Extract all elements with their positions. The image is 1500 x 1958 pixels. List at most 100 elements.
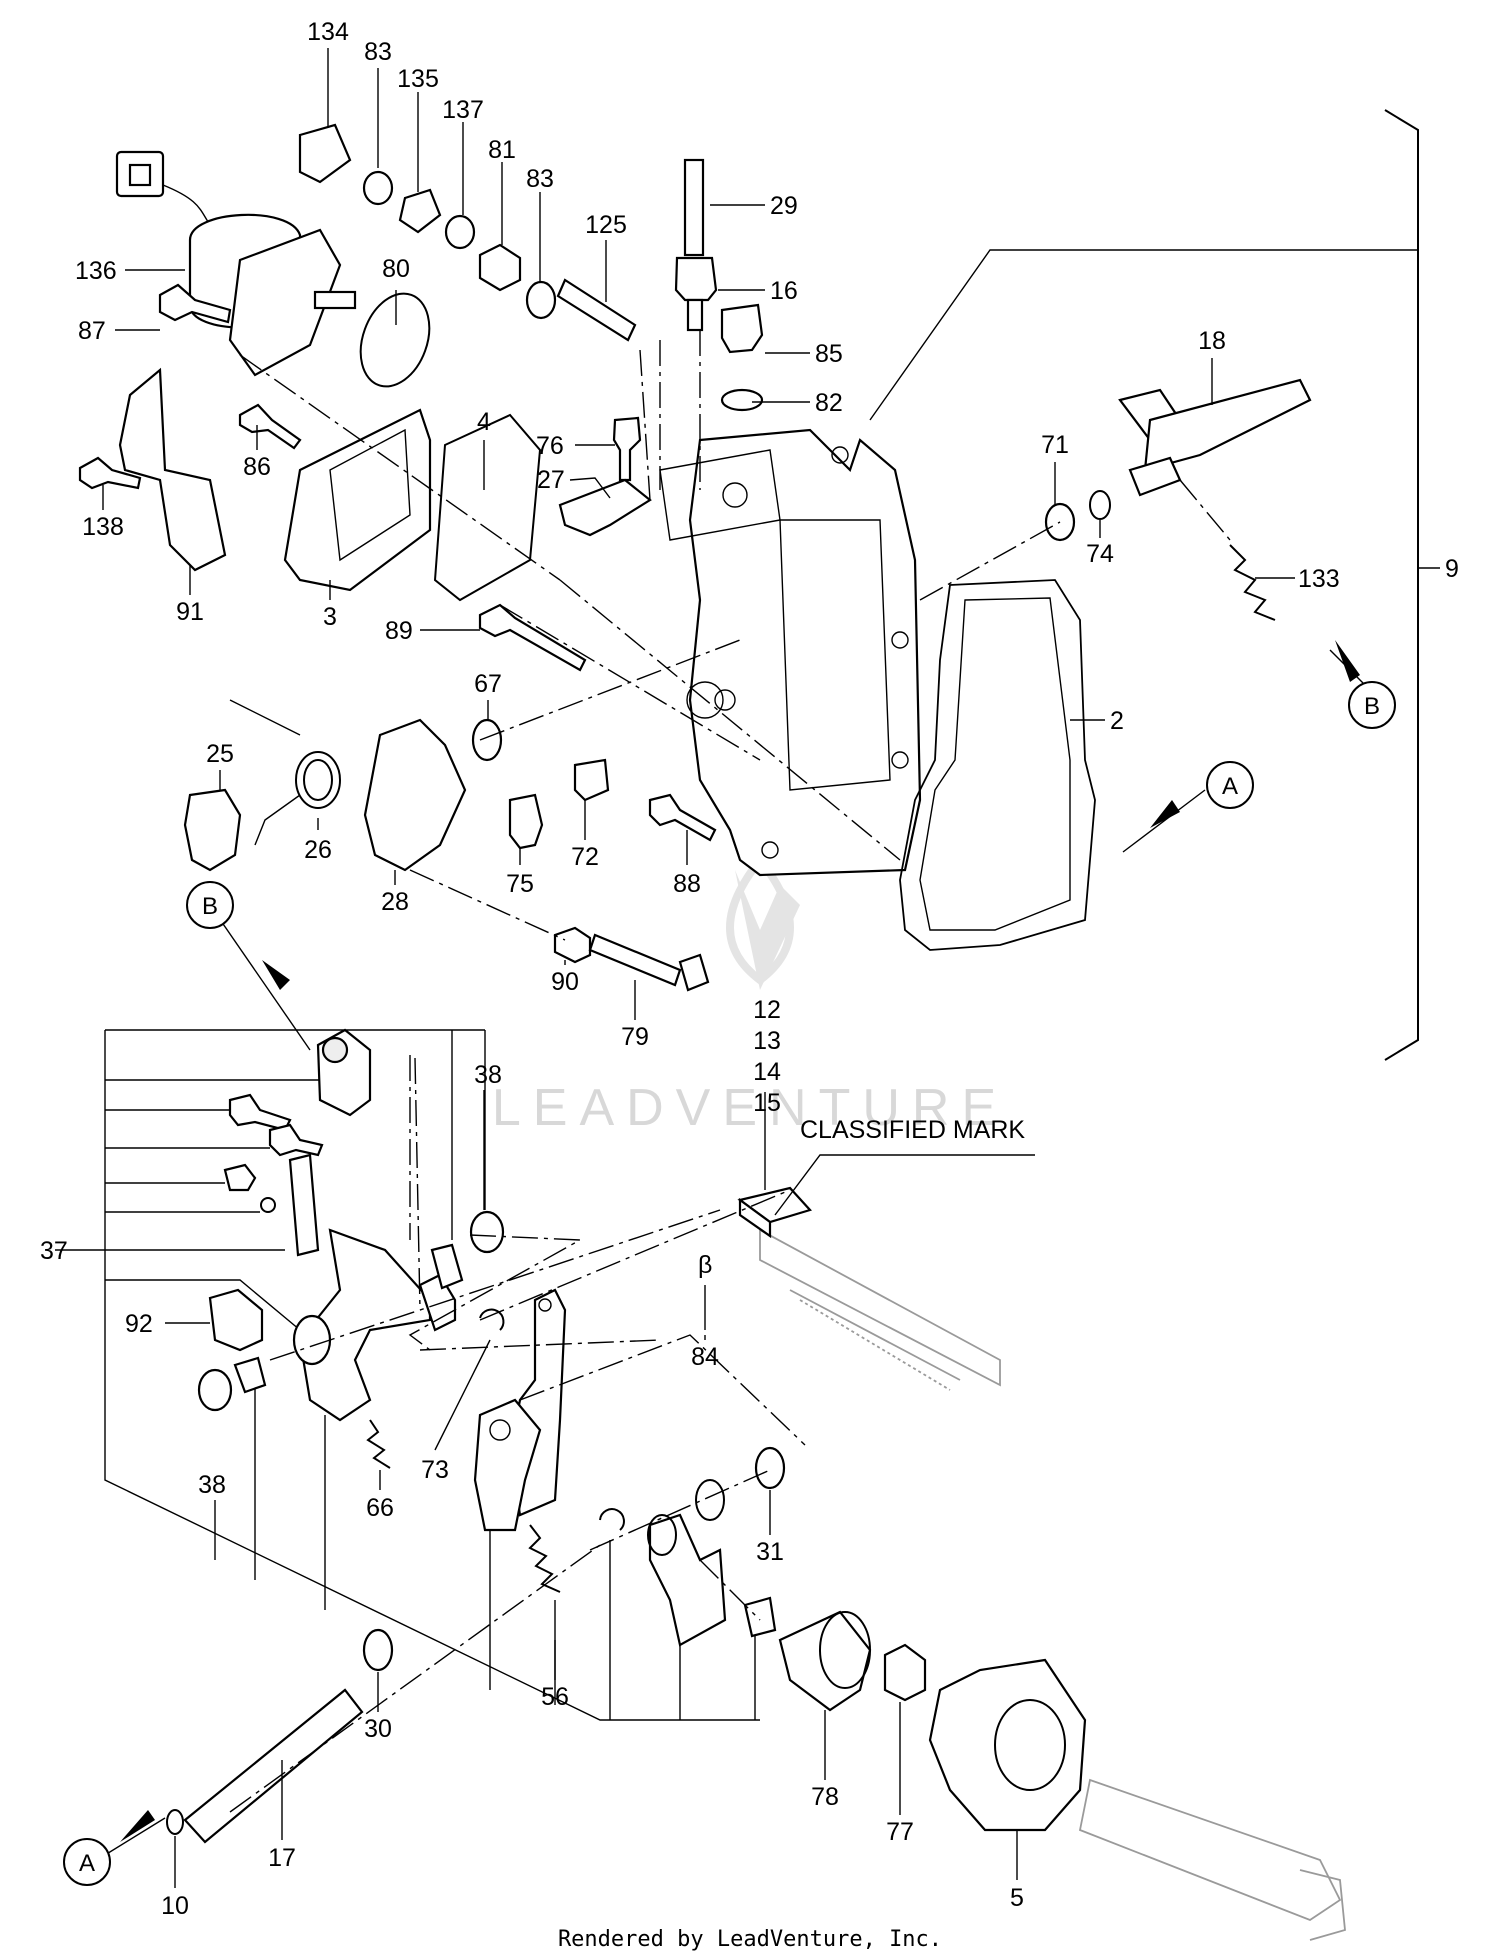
label-56: 56 <box>541 1683 569 1711</box>
clip-135 <box>398 188 442 234</box>
lever-shaft-18 <box>1118 378 1312 497</box>
label-75: 75 <box>506 870 534 898</box>
spring-56 <box>528 1524 561 1593</box>
label-90: 90 <box>551 968 579 996</box>
label-138: 138 <box>82 513 124 541</box>
label-133: 133 <box>1298 565 1340 593</box>
nut-81 <box>478 243 522 292</box>
label-86: 86 <box>243 453 271 481</box>
nut-90 <box>553 926 592 964</box>
clip-72 <box>573 758 610 802</box>
governor-housing <box>659 428 922 877</box>
label-88: 88 <box>673 870 701 898</box>
label-17: 17 <box>268 1844 296 1872</box>
washer-83b <box>525 280 557 320</box>
bolt-87 <box>158 283 232 324</box>
plug-85 <box>720 303 764 354</box>
label-92: 92 <box>125 1310 153 1338</box>
spring-26 <box>229 699 341 846</box>
label-137: 137 <box>442 96 484 124</box>
cap-134 <box>298 123 352 184</box>
plug-92 <box>208 1288 264 1352</box>
assembly-bracket-lines <box>55 1029 760 1721</box>
bolt-138 <box>78 456 142 490</box>
clip-b <box>599 1508 625 1531</box>
label-125: 125 <box>585 211 627 239</box>
svg-text:B: B <box>1364 693 1380 720</box>
pin-a <box>228 1093 292 1132</box>
bolt-b <box>268 1123 324 1157</box>
beta-symbol: β <box>698 1251 712 1279</box>
footer-credit: Rendered by LeadVenture, Inc. <box>558 1927 942 1952</box>
label-37: 37 <box>40 1237 68 1265</box>
nut-77 <box>883 1643 927 1702</box>
label-30: 30 <box>364 1715 392 1743</box>
label-89: 89 <box>385 617 413 645</box>
label-25: 25 <box>206 740 234 768</box>
label-27: 27 <box>537 466 565 494</box>
label-74: 74 <box>1086 540 1114 568</box>
o-ring-74 <box>1089 490 1111 520</box>
washer-38a <box>469 1210 505 1254</box>
stud-125 <box>556 278 637 342</box>
bolt-76 <box>612 416 642 482</box>
label-136: 136 <box>75 257 117 285</box>
bracket-91 <box>118 367 227 572</box>
label-134: 134 <box>307 18 349 46</box>
label-71: 71 <box>1041 431 1069 459</box>
label-135: 135 <box>397 65 439 93</box>
bolt-86 <box>238 403 302 450</box>
label-16: 16 <box>770 277 798 305</box>
label-79: 79 <box>621 1023 649 1051</box>
label-15: 15 <box>753 1089 781 1117</box>
callout-b-top: B <box>1348 681 1396 729</box>
label-9: 9 <box>1445 555 1459 583</box>
cover-3 <box>283 408 432 592</box>
gasket-4 <box>433 413 542 602</box>
callout-a-right: A <box>1206 761 1254 809</box>
washer-30 <box>362 1628 394 1672</box>
label-28: 28 <box>381 888 409 916</box>
o-ring-10 <box>166 1809 184 1835</box>
leader-lines <box>102 48 1371 1888</box>
label-5: 5 <box>1010 1884 1024 1912</box>
bushing-38a <box>430 1243 464 1290</box>
label-29: 29 <box>770 192 798 220</box>
svg-text:B: B <box>202 893 218 920</box>
label-26: 26 <box>304 836 332 864</box>
solenoid-136 <box>115 150 357 377</box>
pin-small <box>743 1596 777 1638</box>
label-67: 67 <box>474 670 502 698</box>
washer-67 <box>471 718 503 762</box>
bolt-89 <box>478 603 587 672</box>
o-ring-80 <box>359 292 431 388</box>
spring-133 <box>1229 544 1276 621</box>
gasket-2 <box>899 579 1096 951</box>
washer-31 <box>754 1446 786 1490</box>
label-38a: 38 <box>474 1061 502 1089</box>
label-87: 87 <box>78 317 106 345</box>
bushing-38b-sleeve <box>233 1356 267 1394</box>
washer-38b <box>197 1368 233 1412</box>
label-82: 82 <box>815 389 843 417</box>
label-3: 3 <box>323 603 337 631</box>
label-73: 73 <box>421 1456 449 1484</box>
bolt-79 <box>588 933 682 987</box>
label-80: 80 <box>382 255 410 283</box>
washer-82 <box>720 388 764 412</box>
watermark-logo <box>726 853 800 990</box>
callout-b-left: B <box>186 881 234 929</box>
callout-a-bottom: A <box>63 1838 111 1886</box>
label-77: 77 <box>886 1818 914 1846</box>
bolt-75 <box>508 793 544 850</box>
label-76: 76 <box>536 432 564 460</box>
lever-28 <box>363 718 467 872</box>
label-78: 78 <box>811 1783 839 1811</box>
classified-mark-note: CLASSIFIED MARK <box>800 1116 1025 1144</box>
label-2: 2 <box>1110 707 1124 735</box>
watermark-text: LEADVENTURE <box>492 1079 1008 1137</box>
label-10: 10 <box>161 1892 189 1920</box>
bracket-9 <box>1384 109 1419 1061</box>
label-81: 81 <box>488 136 516 164</box>
